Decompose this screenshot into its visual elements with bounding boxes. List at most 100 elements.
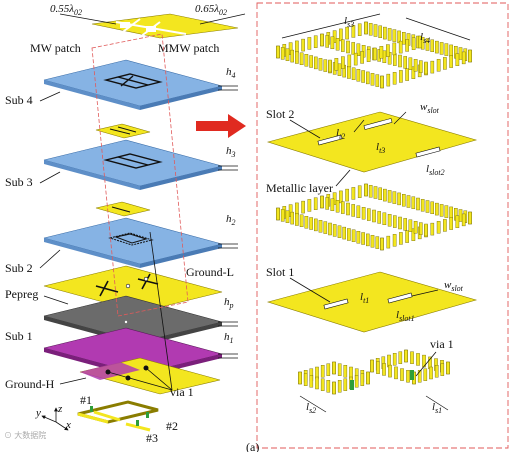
metal-post (392, 42, 397, 56)
metal-post (403, 56, 408, 69)
metal-post (449, 55, 453, 68)
metal-post (341, 201, 345, 214)
dim-line (405, 17, 471, 41)
label-port1: #1 (80, 393, 92, 407)
axis-x: x (65, 419, 71, 431)
metal-post (376, 361, 380, 374)
metal-post (309, 217, 313, 230)
metal-post (400, 368, 404, 381)
metal-post (444, 205, 449, 218)
axis-z: z (57, 403, 63, 415)
metal-post (405, 68, 409, 81)
metal-post (370, 235, 375, 248)
metal-post (398, 216, 402, 230)
metal-post (346, 40, 350, 54)
metal-post (397, 192, 401, 206)
label-mw-patch: MW patch (30, 41, 81, 55)
label-sub1: Sub 1 (5, 329, 33, 343)
label-sub4: Sub 4 (5, 93, 33, 107)
metal-post (443, 57, 447, 70)
metal-post (315, 376, 319, 390)
metal-post (326, 380, 331, 393)
metal-post (429, 366, 433, 380)
metal-post (342, 226, 347, 240)
metal-post (393, 53, 397, 66)
metal-post (334, 58, 339, 71)
metal-post (419, 222, 423, 235)
label-port3: #3 (146, 431, 158, 445)
patch-window (146, 26, 156, 32)
metal-post (408, 219, 413, 233)
metal-post (314, 56, 318, 70)
metal-post (392, 353, 397, 366)
detail-dashed-frame (256, 2, 509, 449)
metal-post (299, 214, 304, 228)
metal-post (404, 349, 408, 363)
metal-post (351, 42, 356, 55)
metal-post (323, 221, 328, 234)
metal-post (301, 38, 305, 52)
metal-post (455, 53, 460, 66)
mw-mmw-patch (91, 13, 239, 39)
middle-patch-upper (95, 123, 151, 139)
sub3-layer (43, 139, 223, 190)
metal-post (366, 71, 370, 85)
label-port2: #2 (166, 419, 178, 433)
metal-post (351, 67, 356, 81)
label-hp: hp (224, 296, 234, 310)
patch-window (120, 22, 130, 28)
metal-post (406, 195, 411, 208)
metal-post (356, 68, 361, 82)
label-via1-left: via 1 (170, 385, 194, 399)
metal-post (380, 237, 384, 251)
metal-post (430, 39, 435, 52)
metal-post (341, 39, 345, 52)
metal-post (411, 228, 416, 241)
metal-post (330, 198, 335, 212)
metal-post (423, 368, 428, 381)
metal-post (299, 52, 304, 65)
metal-post (372, 209, 376, 223)
metal-post (326, 363, 331, 376)
metal-post (436, 59, 441, 72)
metal-post (402, 32, 406, 45)
metal-post (461, 51, 466, 65)
metal-post (280, 209, 285, 222)
metal-post (411, 37, 416, 50)
metal-post (357, 185, 362, 198)
metal-post (361, 232, 365, 245)
metal-post (295, 213, 299, 226)
metal-post (364, 183, 368, 197)
metal-post (307, 199, 312, 212)
leader (335, 169, 351, 187)
label-ls1: ls1 (432, 401, 442, 415)
metal-post (347, 66, 351, 79)
metal-post (443, 219, 447, 232)
leader (145, 367, 173, 391)
metal-post (276, 207, 280, 221)
metal-post (304, 54, 309, 67)
dim-line (393, 111, 407, 125)
metal-post (370, 359, 374, 373)
metal-post (345, 26, 349, 40)
metal-post (356, 43, 361, 56)
metal-post (417, 370, 422, 383)
label-lslot1: lslot1 (396, 309, 415, 323)
metal-post (435, 40, 439, 54)
leader (39, 249, 61, 269)
metal-post (301, 200, 305, 214)
metal-post (449, 217, 453, 230)
right-detail-panel: ls3 ls4 Slot 2 wslot lt2 lt3 lslot2 Meta… (256, 2, 509, 449)
metal-post (320, 378, 325, 391)
metal-post (339, 28, 343, 42)
metal-post (290, 49, 295, 63)
metal-post (416, 197, 420, 211)
metal-post (413, 220, 418, 234)
leader (43, 295, 69, 305)
label-lt3: lt3 (376, 141, 385, 155)
metal-post (347, 54, 352, 68)
metal-post (468, 49, 472, 63)
metal-post (320, 195, 324, 209)
dim-065-lambda: 0.65λ02 (195, 3, 227, 17)
